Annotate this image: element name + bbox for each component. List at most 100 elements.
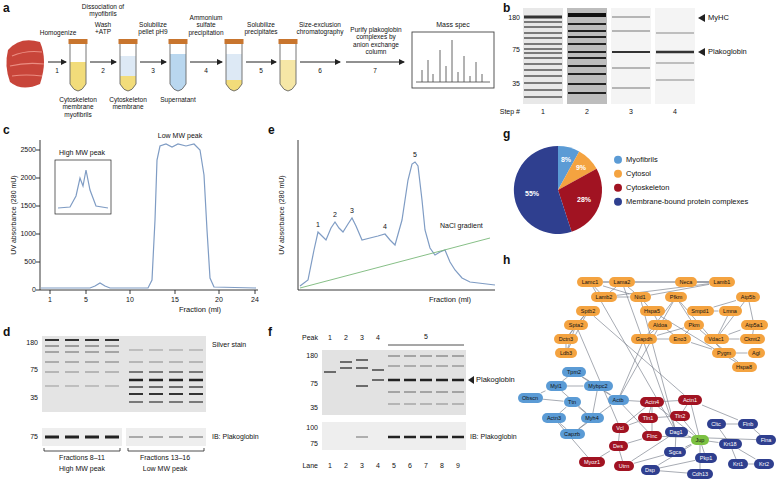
- node-label: Lamc1: [581, 279, 599, 285]
- node-label: Flna: [760, 437, 772, 443]
- anion-exchange-gel: [322, 345, 474, 450]
- tube-illustration: [226, 80, 242, 91]
- blot-label: IB: Plakoglobin: [470, 433, 517, 441]
- tube-illustration: [69, 39, 298, 44]
- mw-marker: 75: [310, 380, 318, 388]
- peak-label: Low MW peak: [143, 465, 187, 473]
- anion-exchange-gel: [324, 360, 384, 386]
- silver-stain-gel: [126, 428, 206, 446]
- mass-spec-box: [422, 40, 482, 82]
- axis-tick: 0: [32, 286, 36, 294]
- interaction-edge: [688, 436, 692, 437]
- panel-letter: d: [3, 326, 10, 340]
- step-number: 3: [151, 67, 155, 74]
- mw-marker: 100: [306, 424, 318, 432]
- interaction-edge: [634, 455, 664, 463]
- fraction-label: Fractions 8–11: [59, 454, 105, 462]
- interaction-edge: [660, 471, 688, 473]
- axis-tick: 1000: [20, 230, 36, 238]
- protein-node: Ldb3: [555, 348, 577, 358]
- blot-label: Silver stain: [212, 341, 246, 349]
- lane-number: 1: [328, 462, 332, 470]
- step-arrow: [190, 62, 222, 63]
- interaction-edge: [685, 444, 691, 447]
- node-label: Lamb1: [713, 279, 731, 285]
- chromatogram-curve: [41, 144, 495, 288]
- gel-image: [567, 8, 607, 104]
- peak-number: 5: [424, 333, 428, 341]
- gel-image: [698, 14, 705, 22]
- interaction-edge: [736, 353, 748, 354]
- node-label: Eno3: [673, 336, 687, 342]
- protein-node: Pygm: [712, 348, 736, 358]
- mass-spec-box: [412, 32, 494, 88]
- protein-node: Des: [609, 441, 628, 451]
- interaction-edge: [620, 344, 642, 395]
- silver-stain-gel: [45, 345, 121, 346]
- gel-image: [523, 8, 705, 104]
- step-label: Dissociation of myofibrils: [77, 3, 129, 18]
- legend-text: Cytoskeleton: [626, 184, 669, 193]
- peak-number: 3: [350, 207, 354, 215]
- interaction-edge: [702, 445, 705, 453]
- peak-label: High MW peak: [59, 465, 105, 473]
- node-label: Neca: [679, 279, 693, 285]
- mw-marker: 75: [30, 433, 38, 441]
- node-label: Krt18: [723, 441, 738, 447]
- protein-node: Flnb: [738, 419, 758, 429]
- anion-exchange-gel: [388, 436, 468, 439]
- interaction-edge: [541, 391, 546, 393]
- protein-node: Tln2: [670, 411, 690, 421]
- node-label: Gapdh: [635, 336, 653, 342]
- protein-node: Lama2: [609, 277, 635, 287]
- interaction-edge: [658, 407, 693, 435]
- node-label: Dag1: [669, 429, 684, 435]
- anion-exchange-gel: [388, 356, 468, 357]
- node-label: Sptb2: [580, 308, 596, 314]
- legend-item: Myofibrils: [614, 156, 658, 165]
- protein-node: Krt2: [754, 459, 774, 469]
- axis-tick: 5: [84, 296, 88, 304]
- protein-node: Actn3: [542, 413, 566, 423]
- lane-number: 4: [376, 462, 380, 470]
- node-label: Actn1: [682, 397, 698, 403]
- node-label: Cdh13: [691, 471, 709, 477]
- silver-stain-gel: [42, 336, 206, 412]
- lane-number: 9: [456, 462, 460, 470]
- node-label: Myl1: [550, 383, 563, 389]
- anion-exchange-gel: [468, 376, 474, 384]
- lane-number: 3: [360, 462, 364, 470]
- lane-number: 1: [541, 108, 545, 116]
- tube-illustration: [226, 54, 242, 80]
- step-label: Purify plakoglobin complexes by anion ex…: [348, 26, 404, 56]
- chromatogram-curve: [41, 144, 256, 288]
- protein-node: Flnc: [642, 431, 662, 441]
- protein-node: Myoz1: [579, 457, 605, 467]
- node-label: Vcl: [616, 425, 625, 431]
- node-label: Obscn: [522, 395, 539, 401]
- protein-node: Dsp: [641, 465, 660, 475]
- step-label: Wash +ATP: [88, 21, 118, 36]
- pie-percent: 55%: [525, 190, 539, 198]
- interaction-edge: [709, 441, 719, 442]
- protein-node: Mybpc2: [584, 381, 613, 391]
- protein-node: Obscn: [518, 393, 543, 403]
- axis-title: Fraction (ml): [429, 296, 471, 305]
- protein-node: Cdh13: [687, 469, 713, 479]
- silver-stain-gel: [45, 352, 121, 353]
- node-label: Des: [613, 443, 624, 449]
- protein-node: Lmna: [719, 306, 742, 316]
- protein-node: Nid1: [630, 292, 651, 302]
- axis-tick: 1: [48, 296, 52, 304]
- interaction-edge: [628, 439, 643, 443]
- node-label: Capzb: [564, 431, 581, 437]
- node-label: Hspa8: [736, 364, 753, 370]
- chart-axes: [36, 140, 495, 294]
- pie-chart: [514, 146, 572, 234]
- protein-node: Hspa5: [640, 306, 665, 316]
- interaction-edge: [620, 451, 623, 461]
- axis-title: Step #: [500, 108, 520, 116]
- silver-stain-gel: [42, 336, 206, 451]
- node-label: Flnc: [646, 433, 658, 439]
